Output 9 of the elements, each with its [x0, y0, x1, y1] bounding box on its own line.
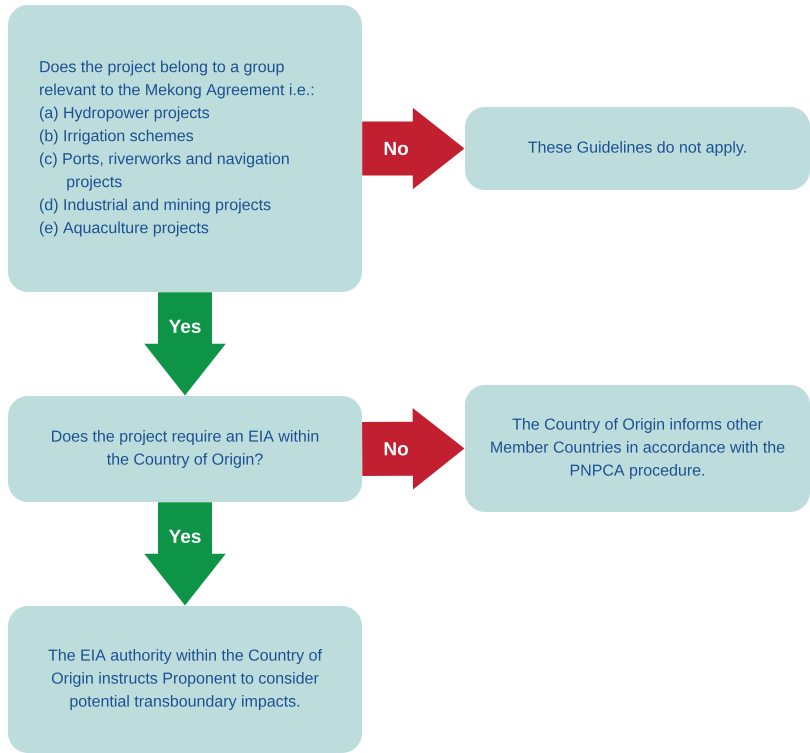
question-box: Does the project require an EIA within the Country of Origin?	[8, 396, 362, 502]
arrow-label: No	[384, 142, 408, 156]
outcome-box: The EIA authority within the Country of Origin instructs Proponent to consider potential transboundary impacts.	[8, 606, 362, 753]
question-box: Does the project belong to a group relevant to the Mekong Agreement i.e.: (a) Hydropower projects (b) Irrigation schemes (c) Ports, riverworks and navigation projects (d) Industrial and mining projects (e) Aquaculture projects	[8, 5, 362, 292]
arrow-label: No	[384, 442, 408, 456]
outcome-box: The Country of Origin informs other Member Countries in accordance with the PNPCA procedure.	[465, 385, 810, 512]
arrow-label: Yes	[168, 530, 201, 544]
outcome-box: These Guidelines do not apply.	[465, 107, 810, 190]
arrow-label: Yes	[168, 320, 201, 334]
